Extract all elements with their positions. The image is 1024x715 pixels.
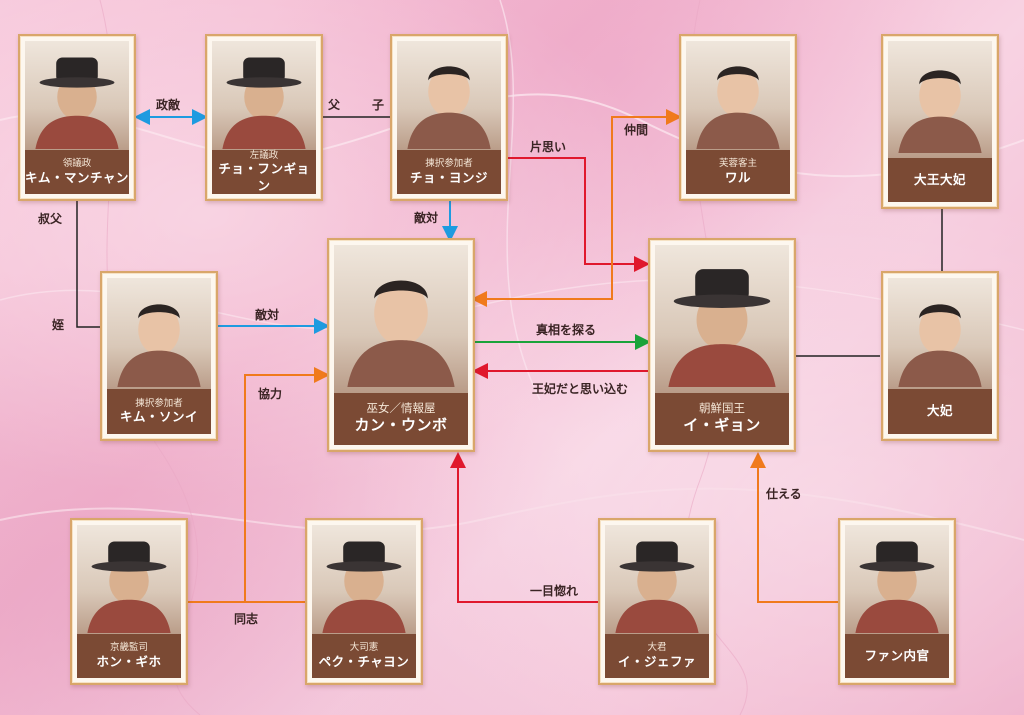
- name-text: ペク・チャヨン: [318, 653, 410, 669]
- rel-father: 父: [328, 98, 341, 112]
- label-hong-giho: 京畿監司 ホン・ギホ: [77, 634, 181, 678]
- card-i-gyon[interactable]: 朝鮮国王 イ・ギョン: [648, 238, 796, 452]
- card-kang-unbo[interactable]: 巫女／情報屋 カン・ウンボ: [327, 238, 475, 452]
- role-text: 巫女／情報屋: [366, 401, 436, 416]
- rel-hitomebore: 一目惚れ: [530, 584, 579, 598]
- role-text: 領議政: [62, 158, 92, 170]
- rel-nakama: 仲間: [624, 123, 649, 137]
- rel-tsukaeru: 仕える: [766, 487, 802, 501]
- name-text: チョ・フンギョン: [218, 161, 310, 193]
- name-text: イ・ギョン: [683, 416, 761, 435]
- portrait-kim-soni: [107, 278, 211, 392]
- label-i-jefa: 大君 イ・ジェファ: [605, 634, 709, 678]
- role-text: 左議政: [249, 150, 279, 162]
- name-text: キム・ソンイ: [119, 409, 198, 425]
- name-text: イ・ジェファ: [617, 653, 696, 669]
- label-kim-manchan: 領議政 キム・マンチャン: [25, 150, 129, 194]
- name-text: キム・マンチャン: [25, 169, 129, 185]
- card-fan-naigan[interactable]: ファン内官: [838, 518, 956, 685]
- rel-shukufu: 叔父: [38, 212, 63, 226]
- label-fan-naigan: ファン内官: [845, 634, 949, 678]
- line-shukufu: [76, 200, 100, 328]
- portrait-kim-manchan: [25, 41, 129, 153]
- rel-tekitai-yonji: 敵対: [414, 211, 439, 225]
- card-pek-chayon[interactable]: 大司憲 ペク・チャヨン: [305, 518, 423, 685]
- label-cho-yonji: 揀択参加者 チョ・ヨンジ: [397, 150, 501, 194]
- label-wal: 芙蓉客主 ワル: [686, 150, 790, 194]
- line-kyoryoku: [244, 367, 330, 602]
- card-kim-manchan[interactable]: 領議政 キム・マンチャン: [18, 34, 136, 201]
- role-text: 大君: [647, 642, 667, 654]
- portrait-pek-chayon: [312, 525, 416, 637]
- line-nakama: [471, 109, 682, 307]
- role-text: 芙蓉客主: [718, 158, 757, 170]
- portrait-daewang-daebi: [888, 41, 992, 161]
- portrait-i-gyon: [655, 245, 789, 395]
- role-text: 京畿監司: [109, 642, 148, 654]
- rel-kyoryoku: 協力: [258, 387, 283, 401]
- label-daebi: 大妃: [888, 389, 992, 434]
- line-kataomoi: [508, 157, 650, 272]
- label-kang-unbo: 巫女／情報屋 カン・ウンボ: [334, 393, 468, 445]
- role-text: 揀択参加者: [425, 158, 473, 170]
- role-text: 大司憲: [349, 642, 379, 654]
- card-cho-yonji[interactable]: 揀択参加者 チョ・ヨンジ: [390, 34, 508, 201]
- card-kim-soni[interactable]: 揀択参加者 キム・ソンイ: [100, 271, 218, 441]
- label-kim-soni: 揀択参加者 キム・ソンイ: [107, 389, 211, 434]
- rel-son: 子: [372, 98, 385, 112]
- card-wal[interactable]: 芙蓉客主 ワル: [679, 34, 797, 201]
- name-text: チョ・ヨンジ: [409, 169, 488, 185]
- portrait-hong-giho: [77, 525, 181, 637]
- label-i-gyon: 朝鮮国王 イ・ギョン: [655, 393, 789, 445]
- portrait-wal: [686, 41, 790, 153]
- rel-seiteki: 政敵: [156, 98, 181, 112]
- rel-tekitai-soni: 敵対: [255, 308, 280, 322]
- label-cho-fungyon: 左議政 チョ・フンギョン: [212, 150, 316, 194]
- role-text: 揀択参加者: [135, 397, 183, 409]
- name-text: カン・ウンボ: [354, 416, 448, 435]
- rel-shinso: 真相を探る: [536, 323, 597, 337]
- card-daewang-daebi[interactable]: 大王大妃: [881, 34, 999, 209]
- portrait-kang-unbo: [334, 245, 468, 395]
- portrait-fan-naigan: [845, 525, 949, 637]
- card-daebi[interactable]: 大妃: [881, 271, 999, 441]
- card-hong-giho[interactable]: 京畿監司 ホン・ギホ: [70, 518, 188, 685]
- rel-ohi: 王妃だと思い込む: [532, 382, 629, 396]
- label-pek-chayon: 大司憲 ペク・チャヨン: [312, 634, 416, 678]
- line-tsukaeru: [750, 452, 838, 603]
- role-text: 朝鮮国王: [699, 401, 745, 416]
- name-text: 大妃: [926, 403, 953, 419]
- label-daewang-daebi: 大王大妃: [888, 158, 992, 202]
- portrait-cho-fungyon: [212, 41, 316, 153]
- portrait-cho-yonji: [397, 41, 501, 153]
- portrait-daebi: [888, 278, 992, 392]
- name-text: ワル: [724, 169, 751, 185]
- rel-mei: 姪: [52, 318, 65, 332]
- line-hitomebore: [450, 452, 598, 603]
- name-text: ファン内官: [864, 647, 930, 663]
- portrait-i-jefa: [605, 525, 709, 637]
- rel-kataomoi: 片思い: [530, 140, 567, 154]
- card-cho-fungyon[interactable]: 左議政 チョ・フンギョン: [205, 34, 323, 201]
- name-text: 大王大妃: [913, 171, 966, 187]
- rel-doshi: 同志: [234, 612, 259, 626]
- name-text: ホン・ギホ: [96, 653, 162, 669]
- card-i-jefa[interactable]: 大君 イ・ジェファ: [598, 518, 716, 685]
